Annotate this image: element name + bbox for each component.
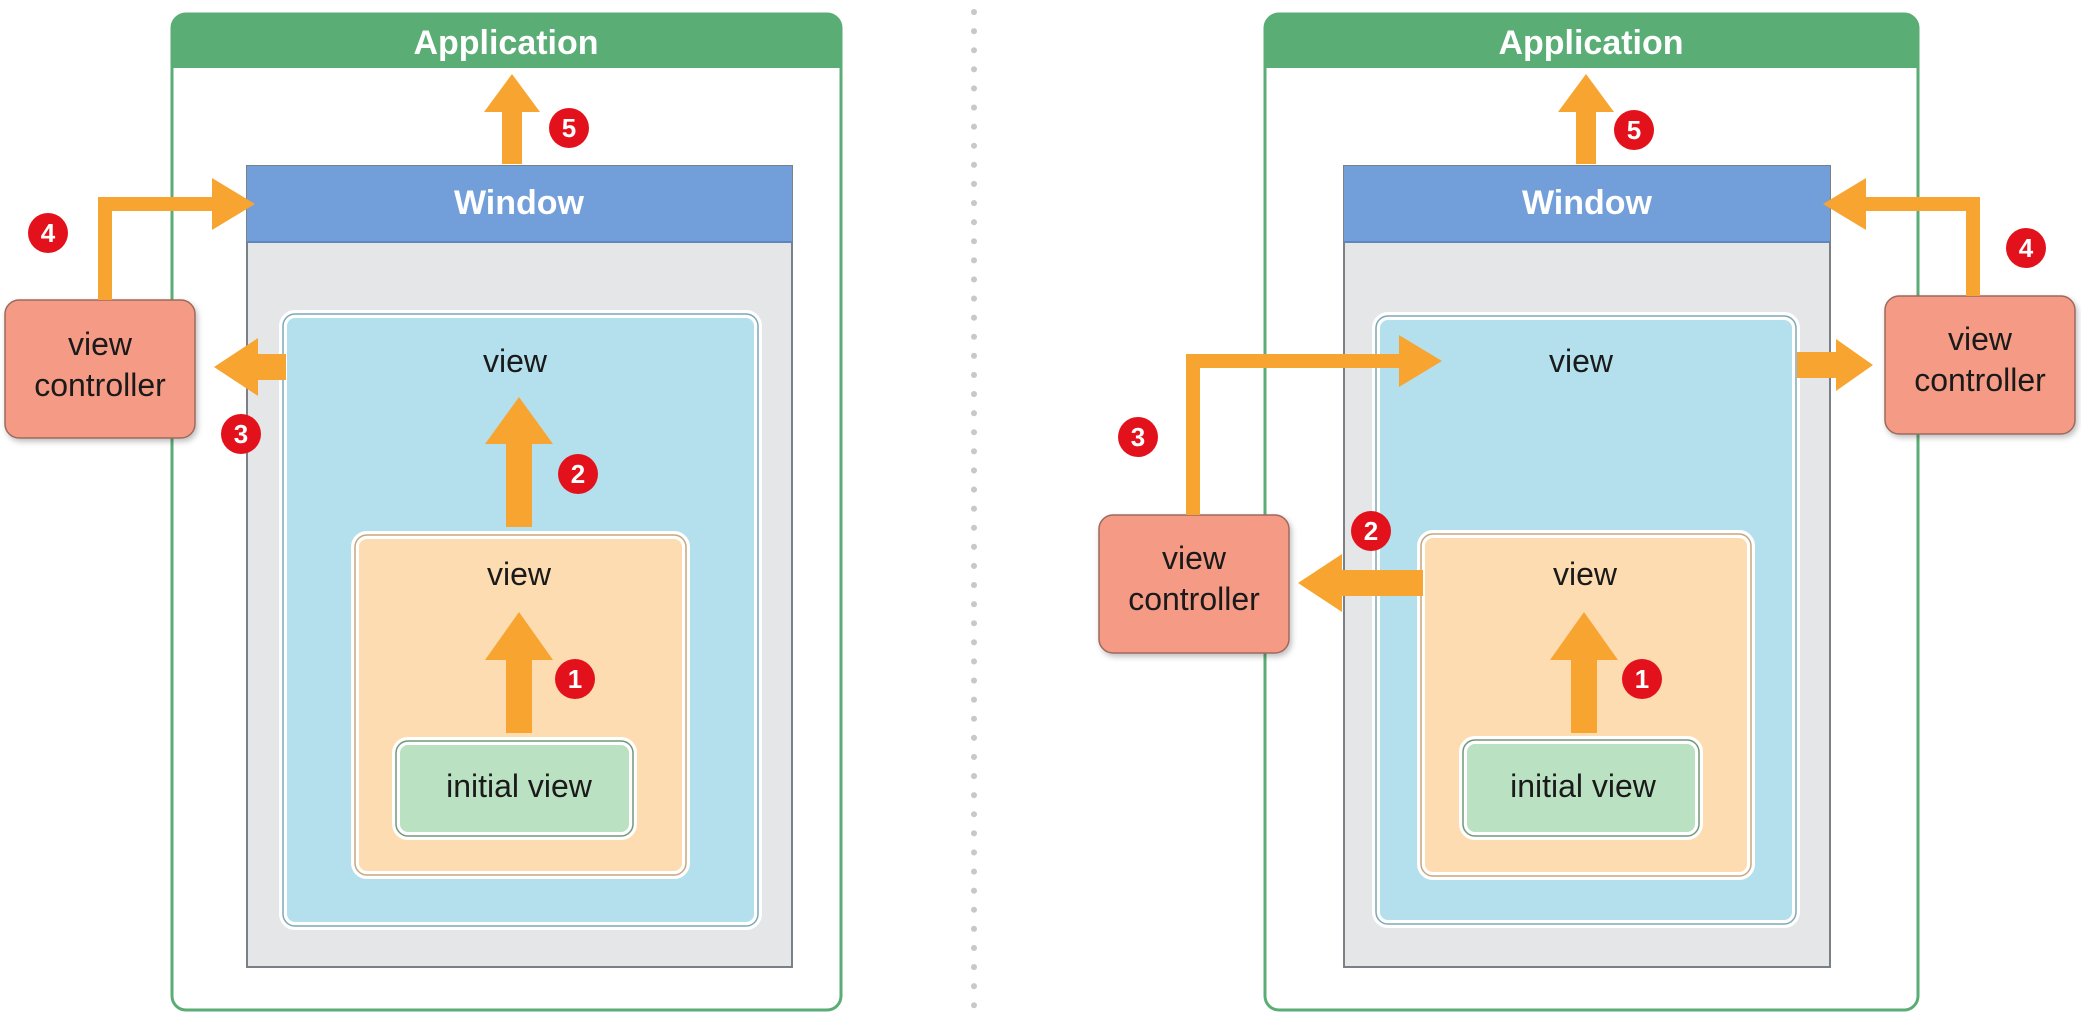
right-inner-view-controller-label-line1: view (1162, 540, 1227, 576)
svg-text:2: 2 (571, 459, 585, 489)
left-arrow-1 (485, 612, 553, 733)
left-application-title: Application (413, 24, 598, 62)
left-arrow-5 (484, 74, 540, 164)
left-badge-5 (549, 108, 589, 148)
svg-text:2: 2 (1364, 516, 1378, 546)
right-badge-2 (1351, 511, 1391, 551)
left-window-header (247, 166, 792, 242)
svg-text:3: 3 (1131, 422, 1145, 452)
left-window-title: Window (454, 184, 585, 222)
right-arrows (1186, 74, 1980, 733)
right-arrow-1 (1550, 612, 1618, 733)
left-step-badges: 1 2 3 4 5 (28, 108, 598, 699)
right-badge-1 (1622, 659, 1662, 699)
right-arrow-4 (1823, 178, 1980, 296)
left-badge-4 (28, 213, 68, 253)
right-inner-view-label: view (1553, 556, 1618, 592)
left-badge-3 (221, 414, 261, 454)
left-initial-view-label: initial view (446, 768, 593, 804)
svg-text:5: 5 (1627, 115, 1641, 145)
right-diagram: Application Window view view initial vie… (1098, 12, 2076, 1012)
left-outer-view-label: view (483, 343, 548, 379)
svg-text:4: 4 (2019, 233, 2034, 263)
left-badge-1 (555, 659, 595, 699)
left-badge-2 (558, 454, 598, 494)
svg-text:3: 3 (234, 419, 248, 449)
svg-text:1: 1 (568, 664, 582, 694)
right-badge-4 (2006, 228, 2046, 268)
right-application-title: Application (1498, 24, 1683, 62)
right-outer-view-controller-label-line2: controller (1914, 362, 2046, 398)
right-application-header (1265, 14, 1918, 68)
left-arrow-4 (98, 178, 255, 300)
svg-text:1: 1 (1635, 664, 1649, 694)
right-badge-5 (1614, 110, 1654, 150)
left-view-controller-label-line2: controller (34, 367, 166, 403)
left-diagram: Application Window view view initial vie… (4, 12, 843, 1012)
right-badge-3 (1118, 417, 1158, 457)
left-arrow-2 (485, 397, 553, 527)
right-arrow-2 (1298, 554, 1423, 612)
svg-text:4: 4 (41, 218, 56, 248)
right-arrow-view-to-controller (1797, 339, 1873, 391)
right-initial-view-label: initial view (1510, 768, 1657, 804)
left-view-controller-label-line1: view (68, 326, 133, 362)
left-arrows (98, 74, 553, 733)
right-arrow-3 (1186, 335, 1442, 515)
right-arrow-5 (1558, 74, 1614, 164)
svg-text:5: 5 (562, 113, 576, 143)
right-step-badges: 1 2 3 4 5 (1118, 110, 2046, 699)
right-window-title: Window (1522, 184, 1653, 222)
right-outer-view-label: view (1549, 343, 1614, 379)
right-window-header (1344, 166, 1830, 242)
right-inner-view-controller-label-line2: controller (1128, 581, 1260, 617)
left-inner-view-label: view (487, 556, 552, 592)
right-outer-view-controller-label-line1: view (1948, 321, 2013, 357)
left-arrow-3 (214, 338, 286, 396)
left-application-header (172, 14, 841, 68)
